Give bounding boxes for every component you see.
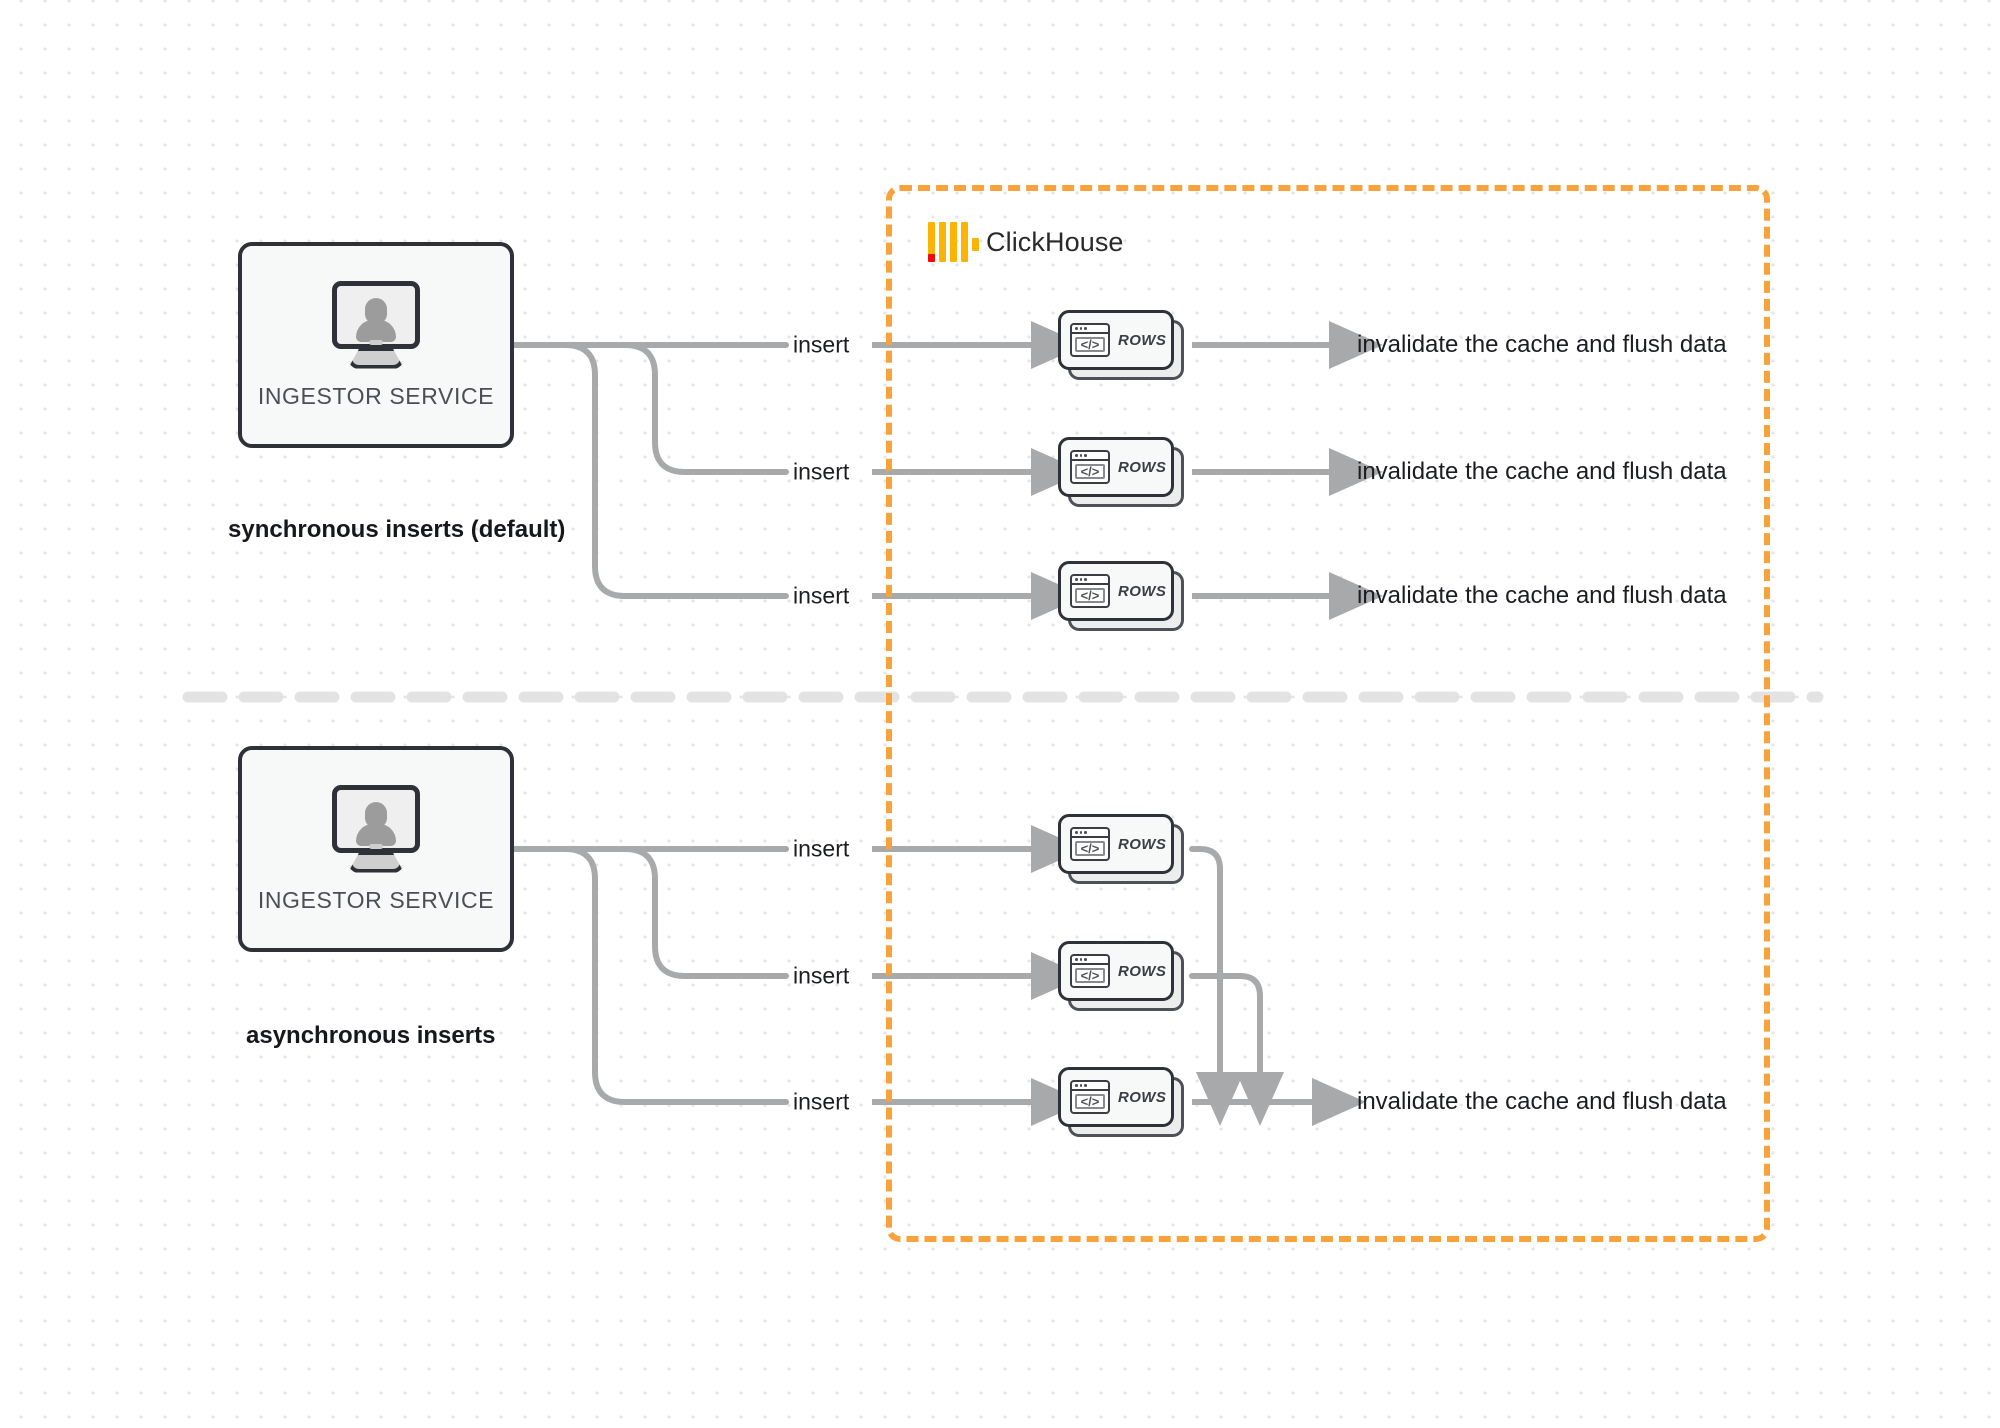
edge-label-insert-async-2: insert xyxy=(793,962,850,989)
ingestor-service-node-sync[interactable]: INGESTOR SERVICE xyxy=(238,242,514,448)
code-window-icon: </> xyxy=(1070,450,1110,484)
code-glyph-icon: </> xyxy=(1075,337,1105,352)
code-glyph-icon: </> xyxy=(1075,588,1105,603)
rows-node-async-3[interactable]: </> ROWS xyxy=(1058,1067,1184,1137)
sink-label-async: invalidate the cache and flush data xyxy=(1357,1088,1727,1115)
section-caption-asynchronous: asynchronous inserts xyxy=(246,1022,496,1049)
ingestor-service-label-sync: INGESTOR SERVICE xyxy=(257,382,495,409)
clickhouse-brand-header: ClickHouse xyxy=(928,222,1124,262)
rows-node-label: ROWS xyxy=(1118,582,1167,600)
code-glyph-icon: </> xyxy=(1075,968,1105,983)
ingestor-service-node-async[interactable]: INGESTOR SERVICE xyxy=(238,746,514,952)
window-titlebar-icon xyxy=(1072,452,1108,461)
clickhouse-logo-icon xyxy=(928,222,979,262)
user-head-icon xyxy=(365,297,387,324)
window-titlebar-icon xyxy=(1072,1082,1108,1091)
code-glyph-icon: </> xyxy=(1075,1094,1105,1109)
edge-label-insert-async-1: insert xyxy=(793,835,850,862)
code-window-icon: </> xyxy=(1070,827,1110,861)
monitor-notch-icon xyxy=(369,843,383,849)
rows-node-card: </> ROWS xyxy=(1058,941,1174,1001)
edge-label-insert-sync-2: insert xyxy=(793,458,850,485)
monitor-user-icon xyxy=(328,280,424,369)
clickhouse-group-boundary xyxy=(886,185,1770,1242)
window-titlebar-icon xyxy=(1072,325,1108,334)
sink-label-sync-1: invalidate the cache and flush data xyxy=(1357,331,1727,358)
ingestor-service-label-async: INGESTOR SERVICE xyxy=(257,886,495,913)
sink-label-sync-3: invalidate the cache and flush data xyxy=(1357,582,1727,609)
window-titlebar-icon xyxy=(1072,829,1108,838)
code-window-icon: </> xyxy=(1070,954,1110,988)
rows-node-card: </> ROWS xyxy=(1058,814,1174,874)
window-titlebar-icon xyxy=(1072,956,1108,965)
monitor-stand-icon xyxy=(348,850,404,873)
window-titlebar-icon xyxy=(1072,576,1108,585)
edge-label-insert-sync-3: insert xyxy=(793,582,850,609)
monitor-screen-icon xyxy=(332,280,420,349)
section-caption-synchronous: synchronous inserts (default) xyxy=(228,516,566,543)
rows-node-label: ROWS xyxy=(1118,458,1167,476)
rows-node-label: ROWS xyxy=(1118,1088,1167,1106)
code-glyph-icon: </> xyxy=(1075,841,1105,856)
edge-label-insert-async-3: insert xyxy=(793,1088,850,1115)
user-head-icon xyxy=(365,801,387,828)
rows-node-card: </> ROWS xyxy=(1058,1067,1174,1127)
rows-node-label: ROWS xyxy=(1118,331,1167,349)
rows-node-label: ROWS xyxy=(1118,962,1167,980)
code-window-icon: </> xyxy=(1070,323,1110,357)
monitor-stand-icon xyxy=(348,346,404,369)
code-glyph-icon: </> xyxy=(1075,464,1105,479)
clickhouse-brand-label: ClickHouse xyxy=(986,226,1124,257)
rows-node-card: </> ROWS xyxy=(1058,561,1174,621)
rows-node-card: </> ROWS xyxy=(1058,437,1174,497)
monitor-user-icon xyxy=(328,784,424,873)
rows-node-sync-3[interactable]: </> ROWS xyxy=(1058,561,1184,631)
rows-node-sync-1[interactable]: </> ROWS xyxy=(1058,310,1184,380)
sink-label-sync-2: invalidate the cache and flush data xyxy=(1357,458,1727,485)
monitor-notch-icon xyxy=(369,339,383,345)
rows-node-label: ROWS xyxy=(1118,835,1167,853)
user-body-icon xyxy=(356,319,396,342)
rows-node-async-2[interactable]: </> ROWS xyxy=(1058,941,1184,1011)
rows-node-card: </> ROWS xyxy=(1058,310,1174,370)
rows-node-sync-2[interactable]: </> ROWS xyxy=(1058,437,1184,507)
edge-label-insert-sync-1: insert xyxy=(793,331,850,358)
rows-node-async-1[interactable]: </> ROWS xyxy=(1058,814,1184,884)
user-body-icon xyxy=(356,823,396,846)
code-window-icon: </> xyxy=(1070,1080,1110,1114)
code-window-icon: </> xyxy=(1070,574,1110,608)
monitor-screen-icon xyxy=(332,784,420,853)
